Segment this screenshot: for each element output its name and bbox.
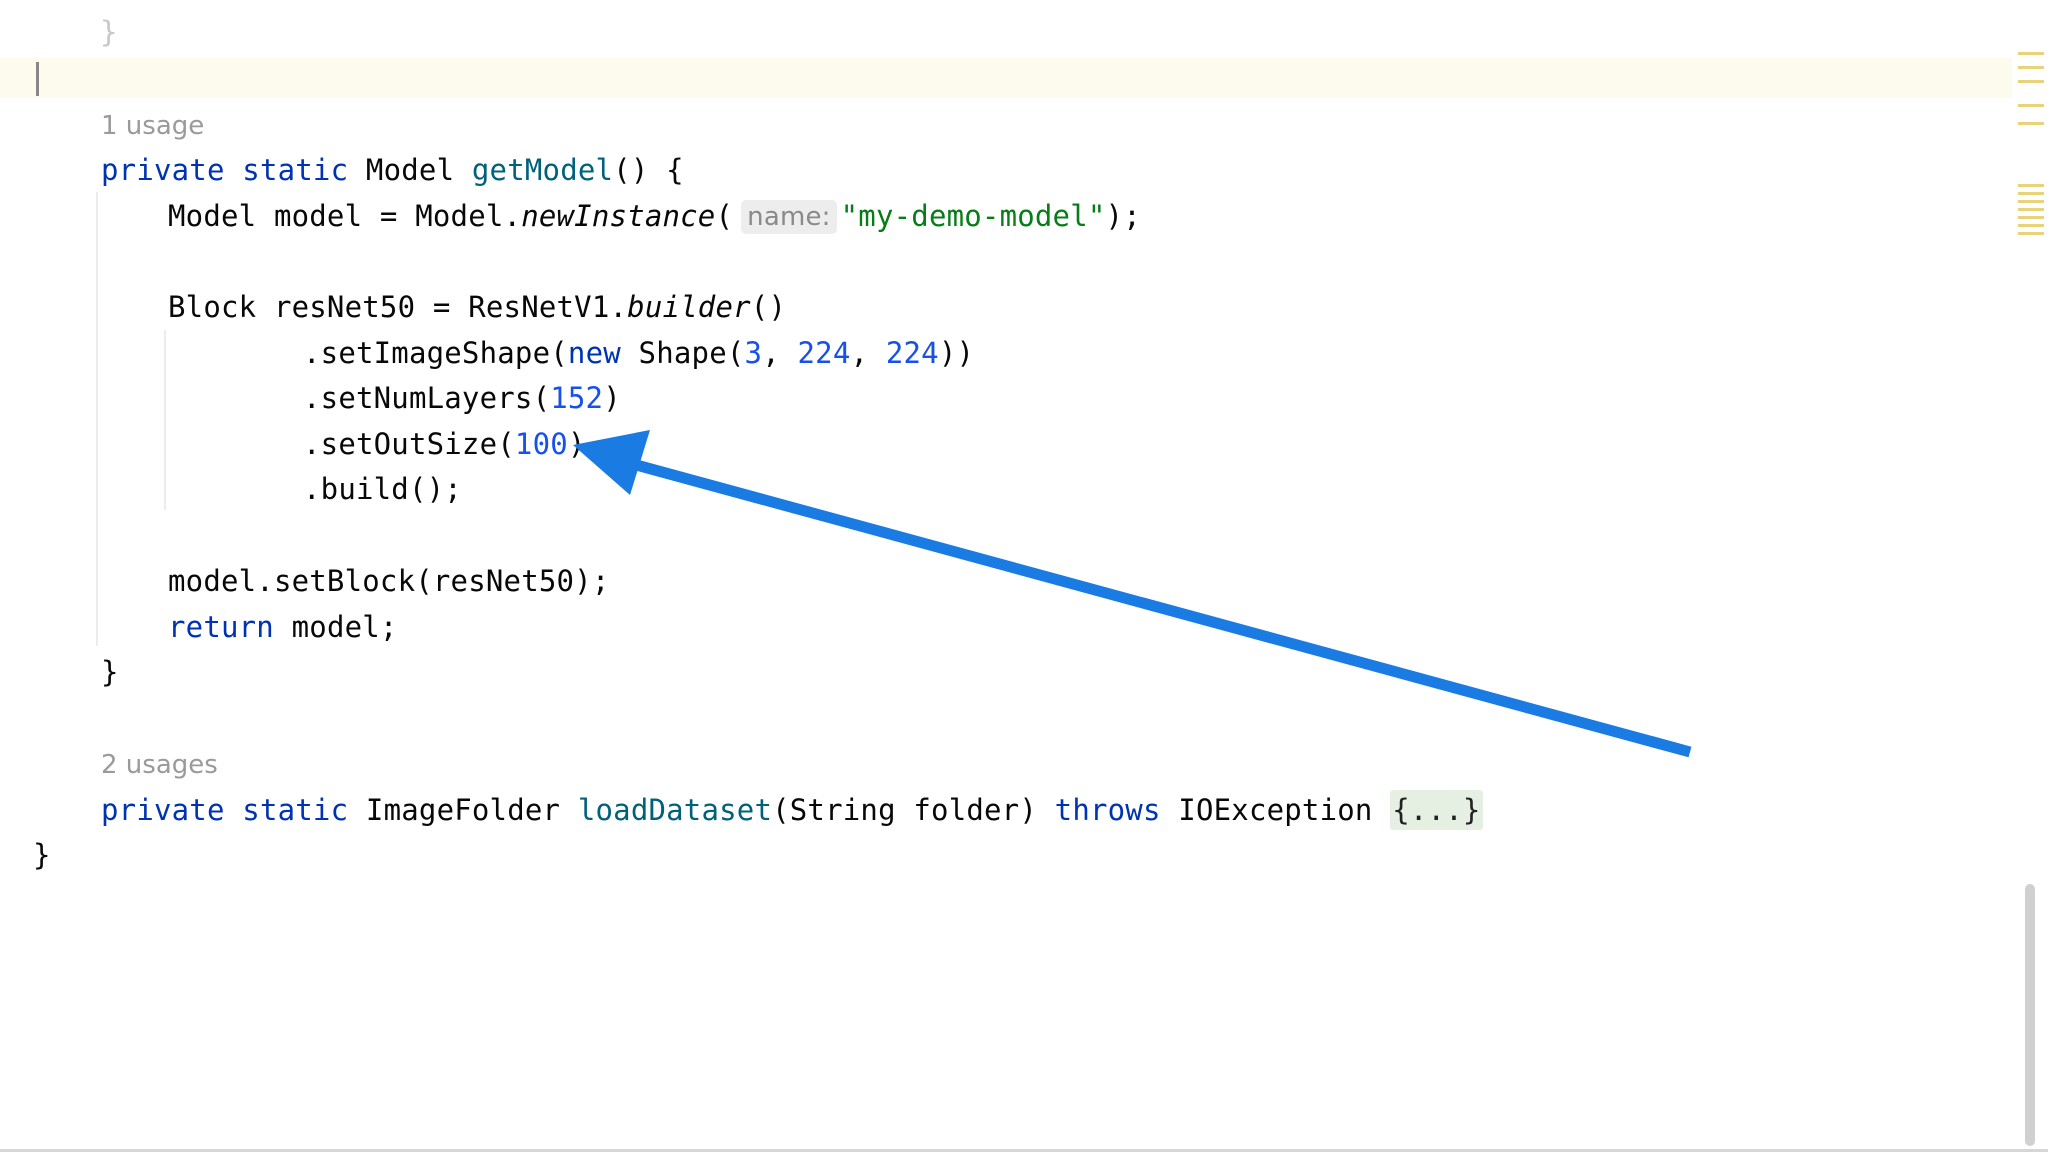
code-text: model; bbox=[273, 610, 398, 644]
keyword-static: static bbox=[242, 793, 349, 827]
keyword-throws: throws bbox=[1054, 793, 1161, 827]
code-line-set-out-size[interactable]: .setOutSize(100) bbox=[303, 424, 586, 464]
code-text: )) bbox=[938, 336, 975, 370]
folded-code-block[interactable]: {...} bbox=[1390, 790, 1483, 830]
usage-hint[interactable]: 1 usage bbox=[101, 111, 205, 141]
scrollbar-marker[interactable] bbox=[2018, 216, 2044, 219]
method-close-brace[interactable]: } bbox=[101, 655, 119, 689]
scrollbar-marker[interactable] bbox=[2018, 232, 2044, 235]
scrollbar-marker[interactable] bbox=[2018, 224, 2044, 227]
keyword-return: return bbox=[168, 610, 274, 644]
code-text: , bbox=[850, 336, 886, 370]
current-line-highlight bbox=[0, 58, 2012, 98]
code-text: ) bbox=[567, 427, 586, 461]
usage-hint[interactable]: 2 usages bbox=[101, 750, 218, 780]
code-line-block-builder[interactable]: Block resNet50 = ResNetV1.builder() bbox=[168, 287, 786, 327]
code-line-set-num-layers[interactable]: .setNumLayers(152) bbox=[303, 378, 621, 418]
code-text: , bbox=[762, 336, 798, 370]
scrollbar-marker[interactable] bbox=[2018, 208, 2044, 211]
code-text: ); bbox=[1105, 199, 1141, 233]
keyword-private: private bbox=[101, 793, 225, 827]
scrollbar-marker[interactable] bbox=[2018, 80, 2044, 83]
prev-block-close-brace: } bbox=[100, 15, 118, 49]
code-text: (String folder) bbox=[772, 793, 1055, 827]
scrollbar-marker[interactable] bbox=[2018, 66, 2044, 69]
method-params: () { bbox=[613, 153, 684, 187]
number-literal: 224 bbox=[797, 336, 851, 370]
code-line-build[interactable]: .build(); bbox=[303, 472, 462, 506]
method-name: getModel bbox=[471, 153, 614, 187]
code-line-model-new-instance[interactable]: Model model = Model.newInstance(name:"my… bbox=[168, 196, 1141, 236]
string-literal: "my-demo-model" bbox=[840, 199, 1106, 233]
out-size-value: 100 bbox=[514, 427, 568, 461]
vertical-scrollbar-thumb[interactable] bbox=[2025, 884, 2035, 1146]
code-line-return[interactable]: return model; bbox=[168, 607, 398, 647]
code-text: .setNumLayers( bbox=[303, 381, 551, 415]
method-name: loadDataset bbox=[577, 793, 773, 827]
indent-guide bbox=[96, 192, 98, 646]
code-text: () bbox=[750, 290, 787, 324]
scrollbar-marker[interactable] bbox=[2018, 122, 2044, 125]
code-line-method-signature[interactable]: private static Model getModel() { bbox=[101, 150, 684, 190]
code-text: ImageFolder bbox=[348, 793, 578, 827]
keyword-new: new bbox=[567, 336, 621, 370]
editor-bottom-border bbox=[0, 1149, 2048, 1152]
code-text: Model model = Model. bbox=[168, 199, 522, 233]
number-literal: 152 bbox=[550, 381, 604, 415]
scrollbar-marker[interactable] bbox=[2018, 192, 2044, 195]
class-close-brace[interactable]: } bbox=[33, 838, 51, 872]
scrollbar-marker[interactable] bbox=[2018, 200, 2044, 203]
return-type: Model bbox=[348, 153, 472, 187]
number-literal: 224 bbox=[885, 336, 939, 370]
parameter-name-hint: name: bbox=[741, 200, 837, 234]
code-text: .setOutSize( bbox=[303, 427, 515, 461]
text-caret bbox=[36, 62, 39, 96]
keyword-private: private bbox=[101, 153, 225, 187]
code-text: .setImageShape( bbox=[303, 336, 568, 370]
static-call: builder bbox=[627, 290, 751, 324]
code-text: Shape( bbox=[620, 336, 745, 370]
number-literal: 3 bbox=[744, 336, 763, 370]
code-text: IOException bbox=[1160, 793, 1391, 827]
code-text: ( bbox=[715, 199, 734, 233]
scrollbar-marker[interactable] bbox=[2018, 52, 2044, 55]
scrollbar-marker[interactable] bbox=[2018, 184, 2044, 187]
code-line-set-block[interactable]: model.setBlock(resNet50); bbox=[168, 564, 610, 598]
code-line-load-dataset-signature[interactable]: private static ImageFolder loadDataset(S… bbox=[101, 790, 1483, 830]
scrollbar-marker[interactable] bbox=[2018, 104, 2044, 107]
static-call: newInstance bbox=[521, 199, 716, 233]
code-line-set-image-shape[interactable]: .setImageShape(new Shape(3, 224, 224)) bbox=[303, 333, 974, 373]
code-text: Block resNet50 = ResNetV1. bbox=[168, 290, 628, 324]
code-text: ) bbox=[603, 381, 621, 415]
keyword-static: static bbox=[242, 153, 349, 187]
indent-guide bbox=[164, 330, 166, 510]
